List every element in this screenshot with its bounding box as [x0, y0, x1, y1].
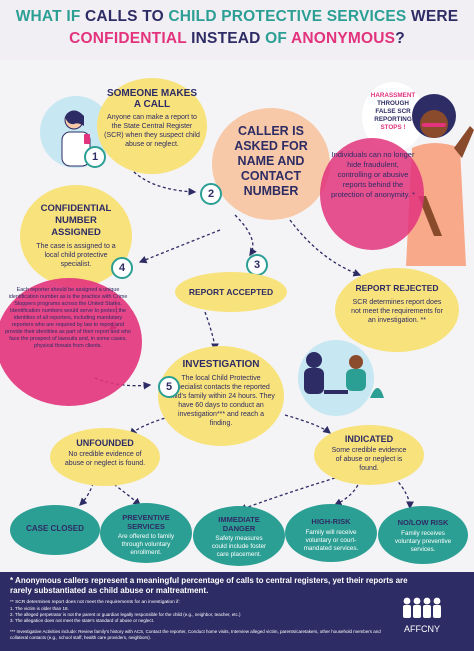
footnote-2-item-2: 2. The alleged perpetrator is not the pa… [10, 612, 241, 617]
accepted-title: REPORT ACCEPTED [188, 287, 274, 297]
harassment-title: HARASSMENT THROUGH FALSE SCR REPORTING S… [370, 92, 416, 131]
investigation-title: INVESTIGATION [182, 359, 260, 370]
footnote-2-item-1: 1. The victim is older than 18. [10, 606, 69, 611]
woman-stop-illustration [406, 94, 474, 266]
unfounded-body: No credible evidence of abuse or neglect… [64, 451, 146, 467]
footnote-2-item-3: 3. The allegation does not meet the stat… [10, 618, 155, 623]
step2-bubble [212, 108, 330, 220]
investigation-body: The local Child Protective Specialist co… [167, 375, 275, 427]
rejected-body: SCR determines report does not meet the … [351, 299, 443, 324]
outcome-no-low-risk: NO/LOW RISK Family receives voluntary pr… [378, 506, 468, 564]
header: WHAT IF CALLS TO CHILD PROTECTIVE SERVIC… [0, 0, 474, 60]
footnote-3: *** Investigative Activities include: Re… [10, 629, 381, 640]
step5-number: 5 [158, 376, 180, 398]
step2-title: CALLER IS ASKED FOR NAME AND CONTACT NUM… [234, 124, 308, 198]
step4-number: 4 [111, 257, 133, 279]
indicated-body: Some credible evidence of abuse or negle… [331, 447, 407, 472]
investigation-bubble [158, 346, 284, 446]
step1-title: SOMEONE MAKES A CALL [106, 88, 197, 110]
indicated-title: INDICATED [344, 434, 394, 444]
unfounded-title: UNFOUNDED [76, 438, 134, 448]
counseling-illustration [298, 340, 384, 416]
step2-number: 2 [200, 183, 222, 205]
rejected-bubble [335, 268, 459, 352]
step4-bubble [0, 278, 142, 406]
confidential-body: The case is assigned to a local child pr… [36, 243, 116, 268]
footer: * Anonymous callers represent a meaningf… [0, 572, 474, 651]
outcome-case-closed: CASE CLOSED [10, 505, 100, 555]
step1-body: Anyone can make a report to the State Ce… [104, 114, 200, 148]
affcny-logo-text: AFFCNY [404, 624, 440, 634]
confidential-title: CONFIDENTIAL NUMBER ASSIGNED [40, 203, 112, 238]
rejected-title: REPORT REJECTED [355, 283, 439, 293]
header-line-2: CONFIDENTIAL INSTEAD OF ANONYMOUS? [69, 30, 405, 47]
indicated-bubble [314, 425, 424, 485]
accepted-bubble [175, 272, 287, 312]
unfounded-bubble [50, 428, 160, 486]
harassment-body: Individuals can no longer hide fraudulen… [330, 150, 416, 199]
step4-body: Each reporter should be assigned a uniqu… [5, 287, 131, 349]
footnote-1: * Anonymous callers represent a meaningf… [10, 576, 408, 595]
outcome-high-risk: HIGH-RISK Family will receive voluntary … [285, 504, 377, 562]
header-line-1: WHAT IF CALLS TO CHILD PROTECTIVE SERVIC… [15, 8, 459, 25]
harassment-body-bubble [320, 138, 424, 250]
outcome-preventive: PREVENTIVE SERVICES Are offered to famil… [100, 503, 192, 563]
step1-number: 1 [84, 146, 106, 168]
footnote-2-intro: ** SCR determines report does not meet t… [10, 600, 180, 605]
step1-bubble [97, 78, 207, 174]
affcny-logo-icon [403, 597, 441, 618]
outcome-immediate-danger: IMMEDIATE DANGER Safety measures could i… [193, 506, 285, 566]
